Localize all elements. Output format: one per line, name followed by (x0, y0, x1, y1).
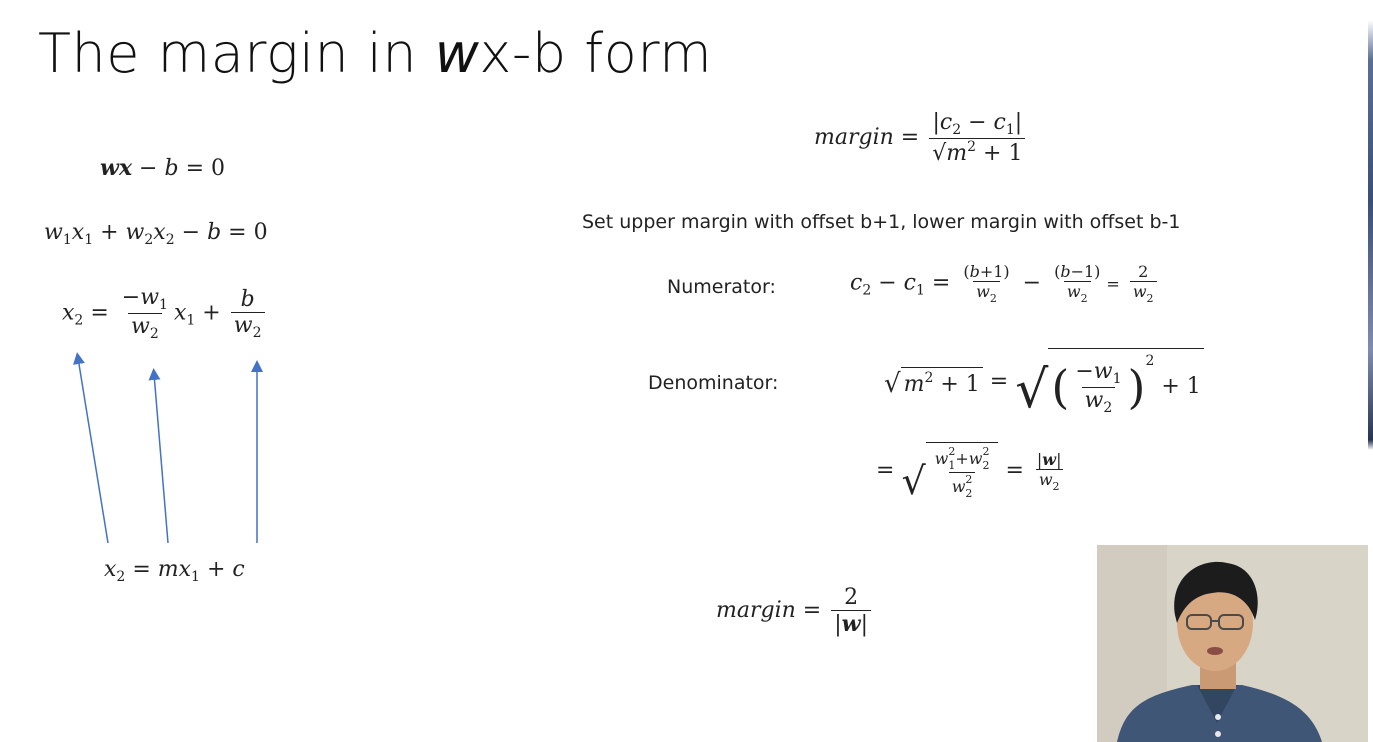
presenter-webcam (1097, 545, 1368, 742)
equation-wx-b: wx − b = 0 (100, 155, 225, 181)
slide-title: The margin in wx-b form (38, 22, 712, 85)
arrow-slope (73, 352, 109, 544)
equation-margin-general: margin = |c2 − c1|√m2 + 1 (814, 110, 1028, 166)
title-text-w: w (434, 22, 480, 85)
mapping-arrows (73, 352, 263, 544)
numerator-label: Numerator: (667, 276, 776, 298)
equation-line-form: x2 = mx1 + c (104, 557, 245, 585)
presenter-icon (1097, 545, 1368, 742)
window-edge (1368, 0, 1373, 742)
title-text-pre: The margin in (38, 22, 435, 85)
equation-margin-final: margin = 2|w| (716, 585, 874, 637)
denominator-label: Denominator: (648, 372, 779, 394)
instruction-text: Set upper margin with offset b+1, lower … (582, 211, 1181, 233)
arrow-x1 (148, 368, 169, 544)
equation-expanded: w1x1 + w2x2 − b = 0 (44, 220, 268, 248)
title-text-post: x-b form (479, 22, 713, 85)
